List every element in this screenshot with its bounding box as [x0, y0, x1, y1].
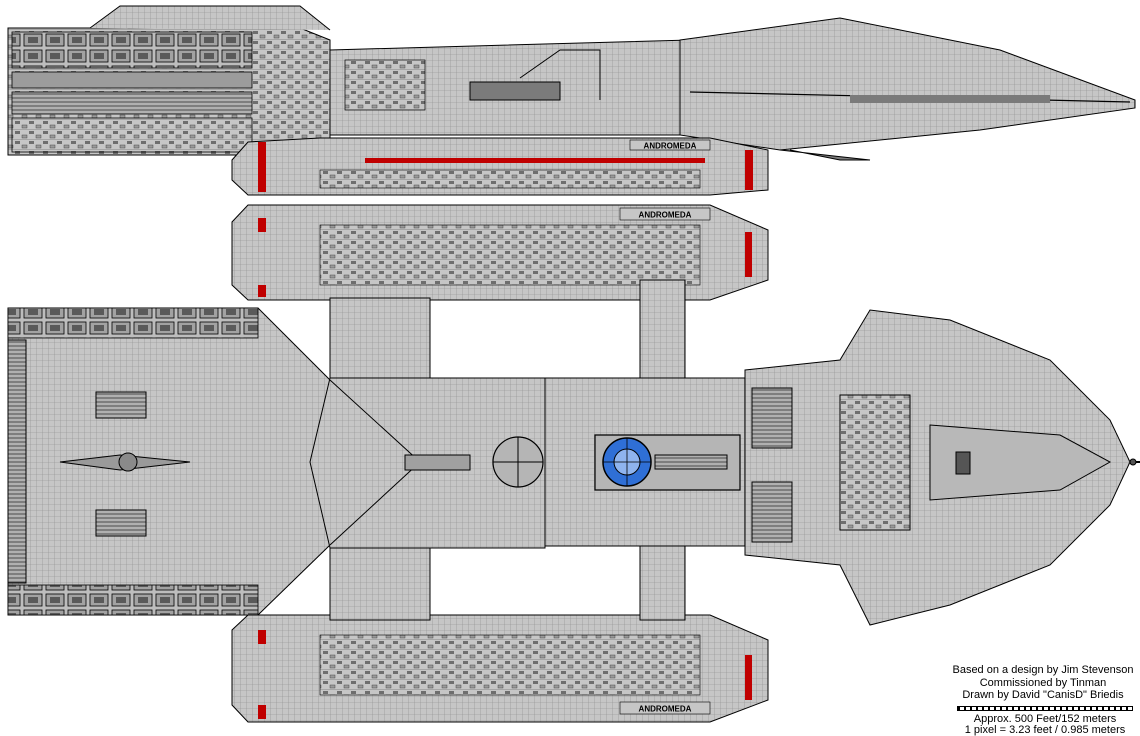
scale-bar [957, 706, 1133, 711]
credit-commission: Commissioned by Tinman [979, 676, 1107, 689]
credits-block: Based on a design by Jim Stevenson Commi… [948, 664, 1138, 702]
pylon-lower-aft [329, 544, 431, 621]
top-lower-hull-name: ANDROMEDA [639, 705, 692, 714]
scale-pixel-text: 1 pixel = 3.23 feet / 0.985 meters [964, 724, 1126, 736]
top-view: ANDROMEDA ANDROMEDA [7, 204, 1140, 723]
pylon-lower-fwd [639, 544, 686, 621]
side-hull-name: ANDROMEDA [644, 142, 697, 151]
pylon-upper-fwd [639, 279, 686, 381]
credit-artist: Drawn by David "CanisD" Briedis [962, 689, 1124, 701]
scale-length-text: Approx. 500 Feet/152 meters [973, 713, 1117, 725]
credit-design: Based on a design by Jim Stevenson [952, 664, 1134, 676]
side-view: ANDROMEDA [7, 5, 1136, 196]
pylon-upper-aft [329, 297, 431, 384]
side-forward-hull [679, 17, 1136, 151]
top-upper-hull-name: ANDROMEDA [639, 211, 692, 220]
